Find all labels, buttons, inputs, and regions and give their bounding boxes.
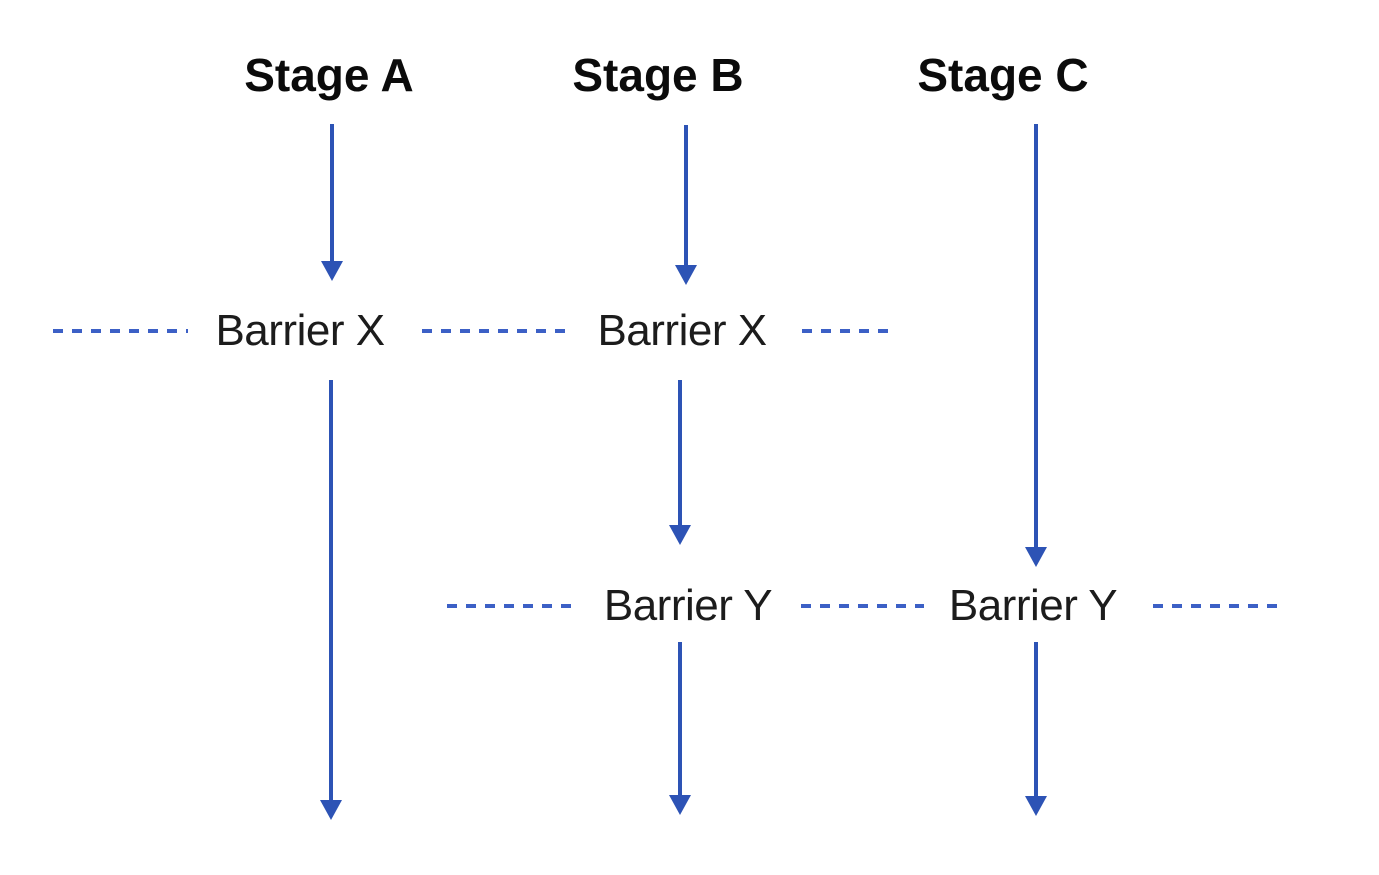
stage-a-flow	[320, 124, 343, 820]
stage-c-flow	[1025, 124, 1047, 816]
stage-c-arrow-top-head	[1025, 547, 1047, 567]
stage-a-arrow-top-head	[321, 261, 343, 281]
stage-a-arrow-bottom-head	[320, 800, 342, 820]
stage-c-arrow-bottom-head	[1025, 796, 1047, 816]
barrier-x-label-stage-b: Barrier X	[597, 306, 767, 355]
stage-b-flow	[669, 125, 697, 815]
barrier-y-label-stage-b: Barrier Y	[603, 581, 773, 630]
barrier-x-label-stage-a: Barrier X	[215, 306, 385, 355]
stage-c-heading: Stage C	[917, 49, 1089, 101]
stage-a-heading: Stage A	[244, 49, 414, 101]
barrier-y-label-stage-c: Barrier Y	[948, 581, 1118, 630]
stage-b-arrow-bottom-head	[669, 795, 691, 815]
stage-b-heading: Stage B	[572, 49, 744, 101]
stage-b-arrow-top-head	[675, 265, 697, 285]
stage-b-arrow-middle-head	[669, 525, 691, 545]
